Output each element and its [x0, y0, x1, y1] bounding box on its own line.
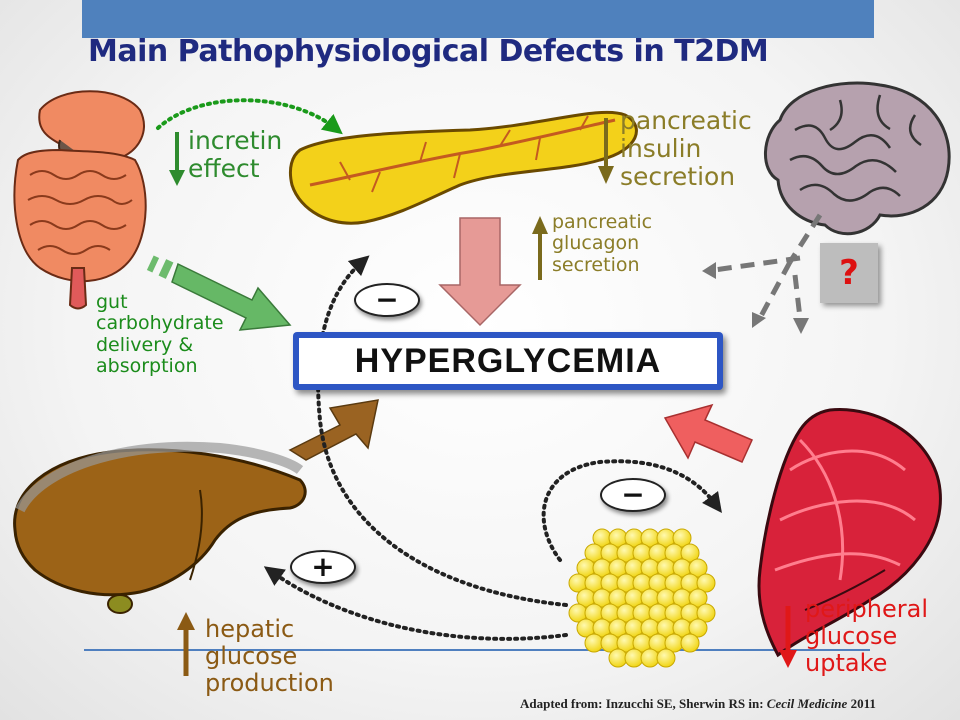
muscle-to-hyperglycemia-arrow: [663, 403, 754, 463]
citation-prefix: Adapted from: Inzucchi SE, Sherwin RS in…: [520, 696, 767, 711]
fat-to-liver-dotted-arrow: [263, 566, 568, 641]
pancreas-to-hyperglycemia-arrow: [438, 217, 522, 327]
minus-sign-pancreas: −: [354, 283, 420, 317]
fat-cell: [656, 648, 676, 668]
insulin-down-arrow: [598, 118, 614, 184]
peripheral-uptake-label: peripheral glucose uptake: [805, 595, 928, 677]
hepatic-glucose-label: hepatic glucose production: [205, 615, 334, 697]
fat-cell: [608, 648, 628, 668]
slide-title: Main Pathophysiological Defects in T2DM: [88, 34, 769, 69]
citation: Adapted from: Inzucchi SE, Sherwin RS in…: [520, 696, 876, 712]
adipose-cluster-illustration: [568, 528, 716, 668]
fat-cell: [688, 558, 708, 578]
fat-cell: [584, 633, 604, 653]
liver-to-hyperglycemia-arrow: [288, 399, 379, 461]
plus-sign-liver: +: [290, 550, 356, 584]
gut-absorption-label: gut carbohydrate delivery & absorption: [96, 291, 224, 377]
liver-illustration: [13, 441, 307, 614]
question-mark-box: ?: [820, 243, 878, 303]
brain-dashed-arrows: [713, 213, 823, 320]
fat-cell: [680, 543, 700, 563]
hyperglycemia-label: HYPERGLYCEMIA: [299, 338, 717, 384]
peripheral-down-arrow: [779, 606, 797, 668]
insulin-secretion-label: pancreatic insulin secretion: [620, 106, 752, 191]
citation-year: 2011: [847, 696, 876, 711]
hepatic-up-arrow: [177, 612, 195, 676]
muscle-illustration: [757, 408, 942, 658]
top-banner: [82, 0, 874, 38]
fat-to-muscle-dotted-arrow: [541, 459, 722, 562]
incretin-down-arrow: [169, 132, 185, 186]
gut-to-hyperglycemia-arrow: [146, 255, 292, 331]
fat-cell: [640, 648, 660, 668]
incretin-effect-label: incretin effect: [188, 126, 283, 183]
minus-sign-muscle: −: [600, 478, 666, 512]
gut-illustration: [13, 90, 147, 310]
fat-cell: [696, 603, 716, 623]
brain-dashed-arrowheads: [702, 262, 809, 334]
incretin-dotted-arrow: [156, 98, 343, 135]
fat-to-pancreas-dotted-arrow: [316, 255, 568, 607]
fat-cell: [624, 648, 644, 668]
fat-cell: [680, 633, 700, 653]
hyperglycemia-box: HYPERGLYCEMIA: [293, 332, 723, 390]
brain-illustration: [764, 81, 951, 236]
fat-cell: [696, 573, 716, 593]
glucagon-up-arrow: [532, 216, 548, 280]
glucagon-secretion-label: pancreatic glucagon secretion: [552, 211, 653, 276]
pancreas-illustration: [288, 110, 638, 225]
fat-cell: [672, 528, 692, 548]
fat-cell: [688, 588, 708, 608]
citation-source: Cecil Medicine: [766, 696, 848, 711]
fat-cell: [688, 618, 708, 638]
